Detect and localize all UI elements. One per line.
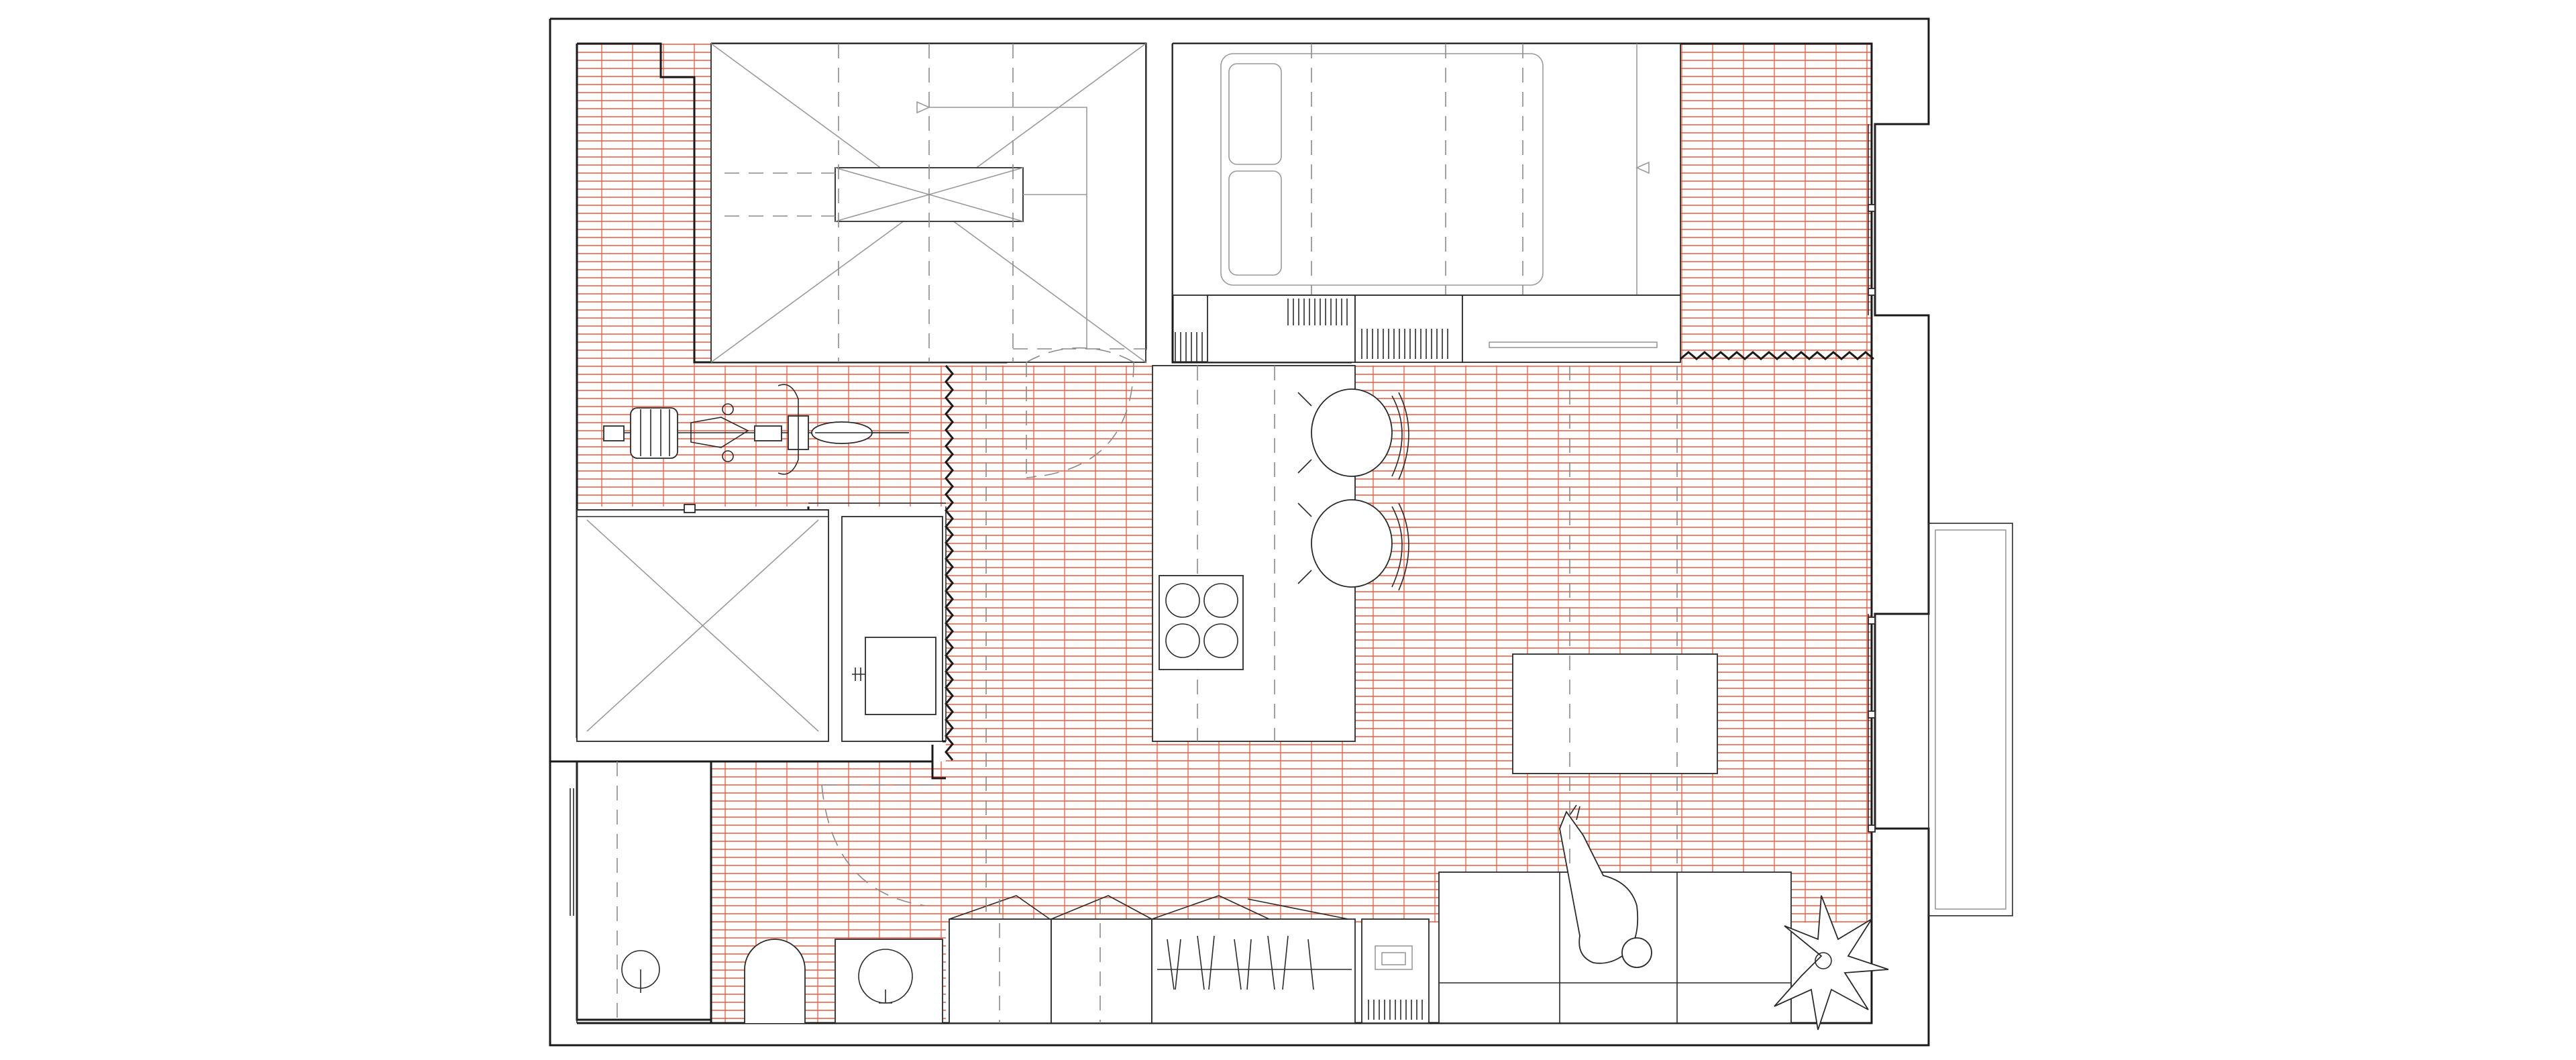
bathroom-sink bbox=[835, 939, 943, 1024]
shower bbox=[576, 504, 829, 742]
bed bbox=[1172, 43, 1874, 363]
laundry-cabinet bbox=[807, 502, 947, 780]
bar-stools bbox=[1297, 388, 1409, 591]
exercise-bike bbox=[603, 384, 909, 475]
toilet bbox=[744, 939, 806, 1023]
dining-table bbox=[1512, 653, 1718, 774]
floor-hatch bbox=[577, 44, 1872, 1023]
balcony bbox=[1928, 523, 2013, 916]
bathroom bbox=[570, 760, 943, 1024]
potted-plant bbox=[1774, 895, 1889, 1030]
curtain bbox=[945, 365, 954, 761]
stair-void bbox=[710, 43, 1146, 478]
guide-lines bbox=[985, 366, 1678, 919]
lounge-figure bbox=[1559, 804, 1652, 968]
wardrobes bbox=[949, 895, 1356, 1024]
side-shelf bbox=[1361, 918, 1430, 1024]
shower-head bbox=[621, 950, 660, 993]
induction-hob bbox=[1159, 575, 1244, 670]
